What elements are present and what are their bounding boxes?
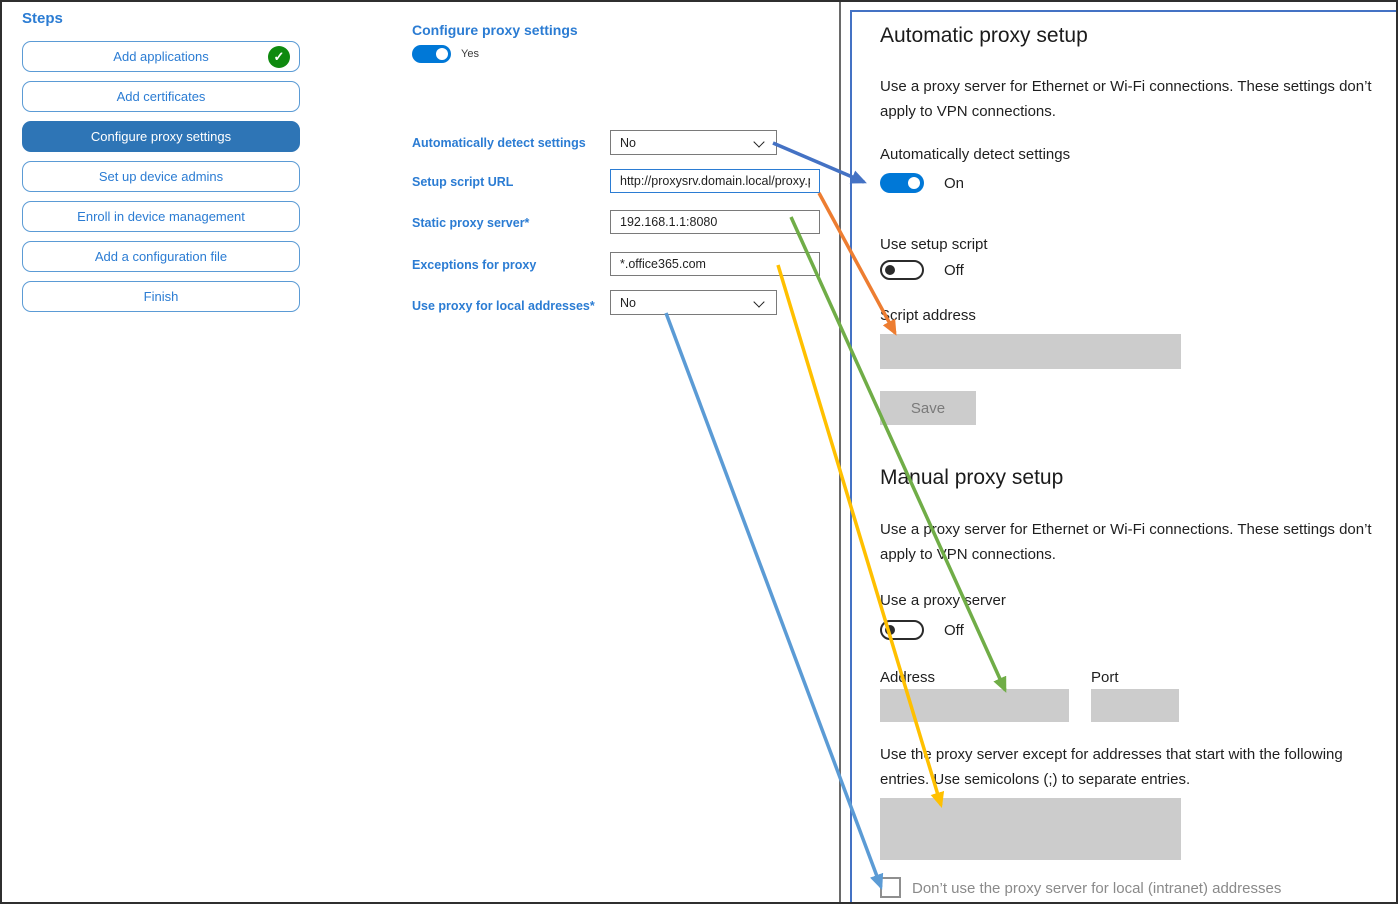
script-address-label: Script address: [880, 307, 976, 324]
step-add-applications[interactable]: Add applications ✓: [22, 41, 300, 72]
automatic-proxy-description: Use a proxy server for Ethernet or Wi-Fi…: [880, 78, 1372, 120]
detect-settings-state: On: [944, 175, 965, 192]
select-value: No: [620, 135, 636, 150]
steps-title: Steps: [22, 10, 63, 27]
proxy-address-input[interactable]: [880, 689, 1069, 722]
toggle-knob: [885, 265, 895, 275]
script-address-input[interactable]: [880, 334, 1181, 369]
step-label: Enroll in device management: [77, 209, 245, 224]
label-use-proxy-local-addresses: Use proxy for local addresses*: [412, 299, 595, 313]
static-proxy-server-field: [610, 210, 820, 234]
toggle-knob: [908, 177, 920, 189]
exceptions-for-proxy-field: [610, 252, 820, 276]
use-proxy-server-label: Use a proxy server: [880, 592, 1006, 609]
step-label: Configure proxy settings: [90, 129, 232, 144]
detect-settings-toggle[interactable]: [880, 173, 924, 193]
step-finish[interactable]: Finish: [22, 281, 300, 312]
local-addresses-checkbox-label: Don’t use the proxy server for local (in…: [912, 880, 1282, 897]
step-add-configuration-file[interactable]: Add a configuration file: [22, 241, 300, 272]
step-label: Add a configuration file: [94, 249, 228, 264]
page-title: Configure proxy settings: [412, 22, 578, 38]
step-add-certificates[interactable]: Add certificates: [22, 81, 300, 112]
label-setup-script-url: Setup script URL: [412, 175, 514, 189]
step-label: Add certificates: [116, 89, 206, 104]
use-setup-script-toggle[interactable]: [880, 260, 924, 280]
step-label: Add applications: [113, 49, 209, 64]
toggle-knob: [885, 625, 895, 635]
label-static-proxy-server: Static proxy server*: [412, 216, 530, 230]
steps-sidebar: Steps Add applications ✓ Add certificate…: [22, 10, 304, 321]
manual-proxy-setup-heading: Manual proxy setup: [880, 466, 1064, 489]
exceptions-for-proxy-input[interactable]: [620, 257, 810, 271]
port-label: Port: [1091, 669, 1119, 686]
enable-proxy-toggle-label: Yes: [461, 48, 479, 60]
use-setup-script-state: Off: [944, 262, 964, 279]
chevron-down-icon: [753, 296, 765, 308]
label-automatically-detect-settings: Automatically detect settings: [412, 136, 586, 150]
automatic-proxy-setup-heading: Automatic proxy setup: [880, 24, 1088, 47]
proxy-exceptions-textarea[interactable]: [880, 798, 1181, 860]
select-value: No: [620, 295, 636, 310]
save-button[interactable]: Save: [880, 391, 976, 425]
use-setup-script-label: Use setup script: [880, 236, 988, 253]
step-label: Finish: [143, 289, 179, 304]
toggle-knob: [436, 48, 448, 60]
proxy-port-input[interactable]: [1091, 689, 1179, 722]
completed-check-icon: ✓: [268, 46, 290, 68]
chevron-down-icon: [753, 136, 765, 148]
setup-script-url-input[interactable]: [620, 174, 810, 188]
use-proxy-local-addresses-select[interactable]: No: [610, 290, 777, 315]
address-label: Address: [880, 669, 936, 686]
detect-settings-label: Automatically detect settings: [880, 146, 1071, 163]
label-exceptions-for-proxy: Exceptions for proxy: [412, 258, 537, 272]
static-proxy-server-input[interactable]: [620, 215, 810, 229]
step-label: Set up device admins: [98, 169, 224, 184]
windows-settings-proxy-panel: Automatic proxy setup Use a proxy server…: [850, 10, 1396, 902]
arrow-local-addresses: [664, 312, 884, 890]
enable-proxy-toggle[interactable]: [412, 45, 451, 63]
manual-proxy-description: Use a proxy server for Ethernet or Wi-Fi…: [880, 521, 1372, 563]
step-configure-proxy-settings[interactable]: Configure proxy settings: [22, 121, 300, 152]
setup-script-url-field: [610, 169, 820, 193]
use-proxy-server-toggle[interactable]: [880, 620, 924, 640]
local-addresses-checkbox[interactable]: [880, 877, 901, 898]
automatically-detect-settings-select[interactable]: No: [610, 130, 777, 155]
use-proxy-server-state: Off: [944, 622, 964, 639]
window-divider: [839, 2, 841, 902]
step-set-up-device-admins[interactable]: Set up device admins: [22, 161, 300, 192]
proxy-exceptions-description: Use the proxy server except for addresse…: [880, 746, 1343, 788]
step-enroll-device-management[interactable]: Enroll in device management: [22, 201, 300, 232]
